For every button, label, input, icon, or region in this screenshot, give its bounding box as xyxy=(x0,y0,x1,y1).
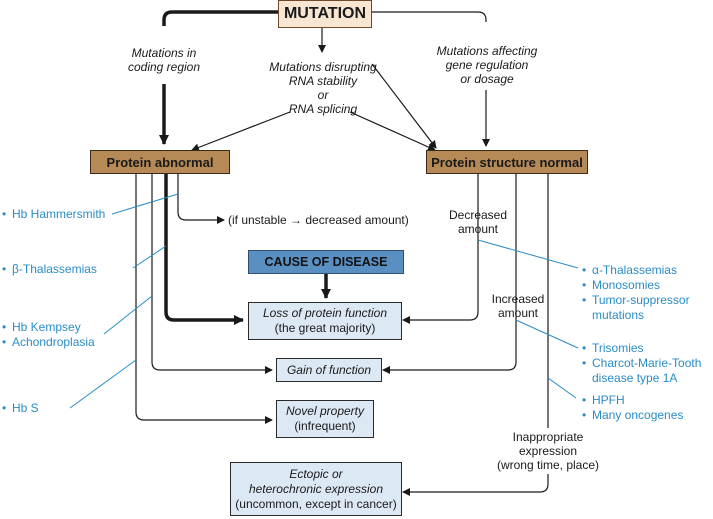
label-decreased-amount: Decreased amount xyxy=(448,208,508,236)
example-group-decreased: •α-Thalassemias •Monosomies •Tumor-suppr… xyxy=(582,263,690,322)
link-alpha-thal xyxy=(477,239,579,269)
gain-of-function-box: Gain of function xyxy=(276,358,382,382)
example-hb-kempsey-achondroplasia: •Hb Kempsey •Achondroplasia xyxy=(2,320,95,349)
edge-abnormal-novel xyxy=(135,172,273,424)
link-beta-thal xyxy=(132,245,167,269)
label-coding-region: Mutations in coding region xyxy=(127,46,201,74)
link-hpfh xyxy=(547,377,577,399)
label-gene-regulation: Mutations affecting gene regulation or d… xyxy=(436,44,538,86)
edge-abnormal-loss xyxy=(164,172,244,325)
edge-mutation-regulation xyxy=(372,11,487,22)
link-trisomies xyxy=(515,319,579,349)
edge-normal-loss xyxy=(402,174,479,324)
label-rna-disrupting: Mutations disrupting RNA stability or RN… xyxy=(269,60,377,116)
edge-mutation-coding xyxy=(162,10,278,26)
edge-rna-protein-abnormal xyxy=(191,111,291,152)
label-inappropriate-expression: Inappropriate expression (wrong time, pl… xyxy=(490,430,606,472)
example-beta-thalassemias: •β-Thalassemias xyxy=(2,262,97,276)
link-kempsey xyxy=(103,295,153,335)
loss-of-function-box: Loss of protein function (the great majo… xyxy=(248,302,402,340)
novel-property-box: Novel property (infrequent) xyxy=(276,400,374,438)
example-group-inappropriate: •HPFH •Many oncogenes xyxy=(582,393,684,422)
example-hb-hammersmith: •Hb Hammersmith xyxy=(2,207,106,221)
mutation-box: MUTATION xyxy=(278,0,372,28)
edge-rna-protein-normal xyxy=(349,111,436,151)
edge-normal-gain xyxy=(382,174,517,374)
edge-mutation-protein-normal xyxy=(371,63,437,149)
label-increased-amount: Increased amount xyxy=(491,292,545,320)
link-hammersmith xyxy=(111,193,179,215)
example-hb-s: •Hb S xyxy=(2,401,39,415)
protein-normal-box: Protein structure normal xyxy=(426,150,588,174)
edge-abnormal-gain xyxy=(151,172,273,374)
edge-normal-ectopic-bottom xyxy=(402,474,549,496)
ectopic-expression-box: Ectopic or heterochronic expression (unc… xyxy=(230,462,402,516)
link-hbs xyxy=(69,359,137,409)
label-if-unstable: (if unstable → decreased amount) xyxy=(228,213,409,227)
example-group-increased: •Trisomies •Charcot-Marie-Tooth disease … xyxy=(582,341,702,385)
edge-abnormal-unstable xyxy=(177,172,225,224)
cause-of-disease-box: CAUSE OF DISEASE xyxy=(248,250,404,274)
protein-abnormal-box: Protein abnormal xyxy=(90,150,230,174)
